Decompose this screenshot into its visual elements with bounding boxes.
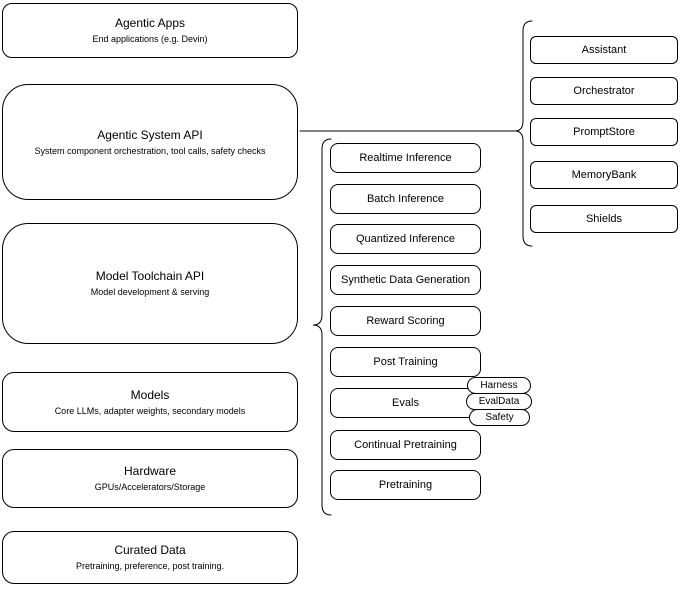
node-evals: Evals <box>330 388 481 418</box>
layer-models: Models Core LLMs, adapter weights, secon… <box>2 372 298 432</box>
node-post-training: Post Training <box>330 347 481 377</box>
component-shields: Shields <box>530 205 678 233</box>
node-pretraining: Pretraining <box>330 470 481 500</box>
layer-title: Curated Data <box>114 543 186 557</box>
layer-subtitle: System component orchestration, tool cal… <box>34 145 266 156</box>
layer-subtitle: End applications (e.g. Devin) <box>92 34 208 44</box>
layer-agentic-apps: Agentic Apps End applications (e.g. Devi… <box>2 3 298 58</box>
components-group-brace <box>514 20 533 247</box>
layer-title: Agentic Apps <box>114 16 186 30</box>
layer-agentic-system-api: Agentic System API System component orch… <box>2 84 298 200</box>
layer-subtitle: Core LLMs, adapter weights, secondary mo… <box>54 405 246 416</box>
layer-subtitle: Pretraining, preference, post training. <box>75 561 225 571</box>
pill-harness: Harness <box>467 377 531 394</box>
layer-subtitle: Model development & serving <box>90 287 210 297</box>
layer-title: Model Toolchain API <box>95 269 205 283</box>
node-synthetic-data-generation: Synthetic Data Generation <box>330 265 481 295</box>
component-assistant: Assistant <box>530 36 678 64</box>
layer-subtitle: GPUs/Accelerators/Storage <box>94 482 206 492</box>
node-reward-scoring: Reward Scoring <box>330 306 481 336</box>
layer-title: Hardware <box>123 464 177 478</box>
node-realtime-inference: Realtime Inference <box>330 143 481 173</box>
layer-curated-data: Curated Data Pretraining, preference, po… <box>2 531 298 584</box>
layer-title: Models <box>130 387 170 402</box>
layer-hardware: Hardware GPUs/Accelerators/Storage <box>2 449 298 508</box>
layer-title: Agentic System API <box>97 127 203 142</box>
component-memorybank: MemoryBank <box>530 161 678 189</box>
pill-evaldata: EvalData <box>466 393 532 410</box>
pill-safety: Safety <box>469 409 530 426</box>
node-quantized-inference: Quantized Inference <box>330 224 481 254</box>
node-batch-inference: Batch Inference <box>330 184 481 214</box>
layer-model-toolchain-api: Model Toolchain API Model development & … <box>2 223 298 344</box>
component-promptstore: PromptStore <box>530 118 678 146</box>
toolchain-group-brace <box>312 138 332 516</box>
node-continual-pretraining: Continual Pretraining <box>330 430 481 460</box>
component-orchestrator: Orchestrator <box>530 77 678 105</box>
